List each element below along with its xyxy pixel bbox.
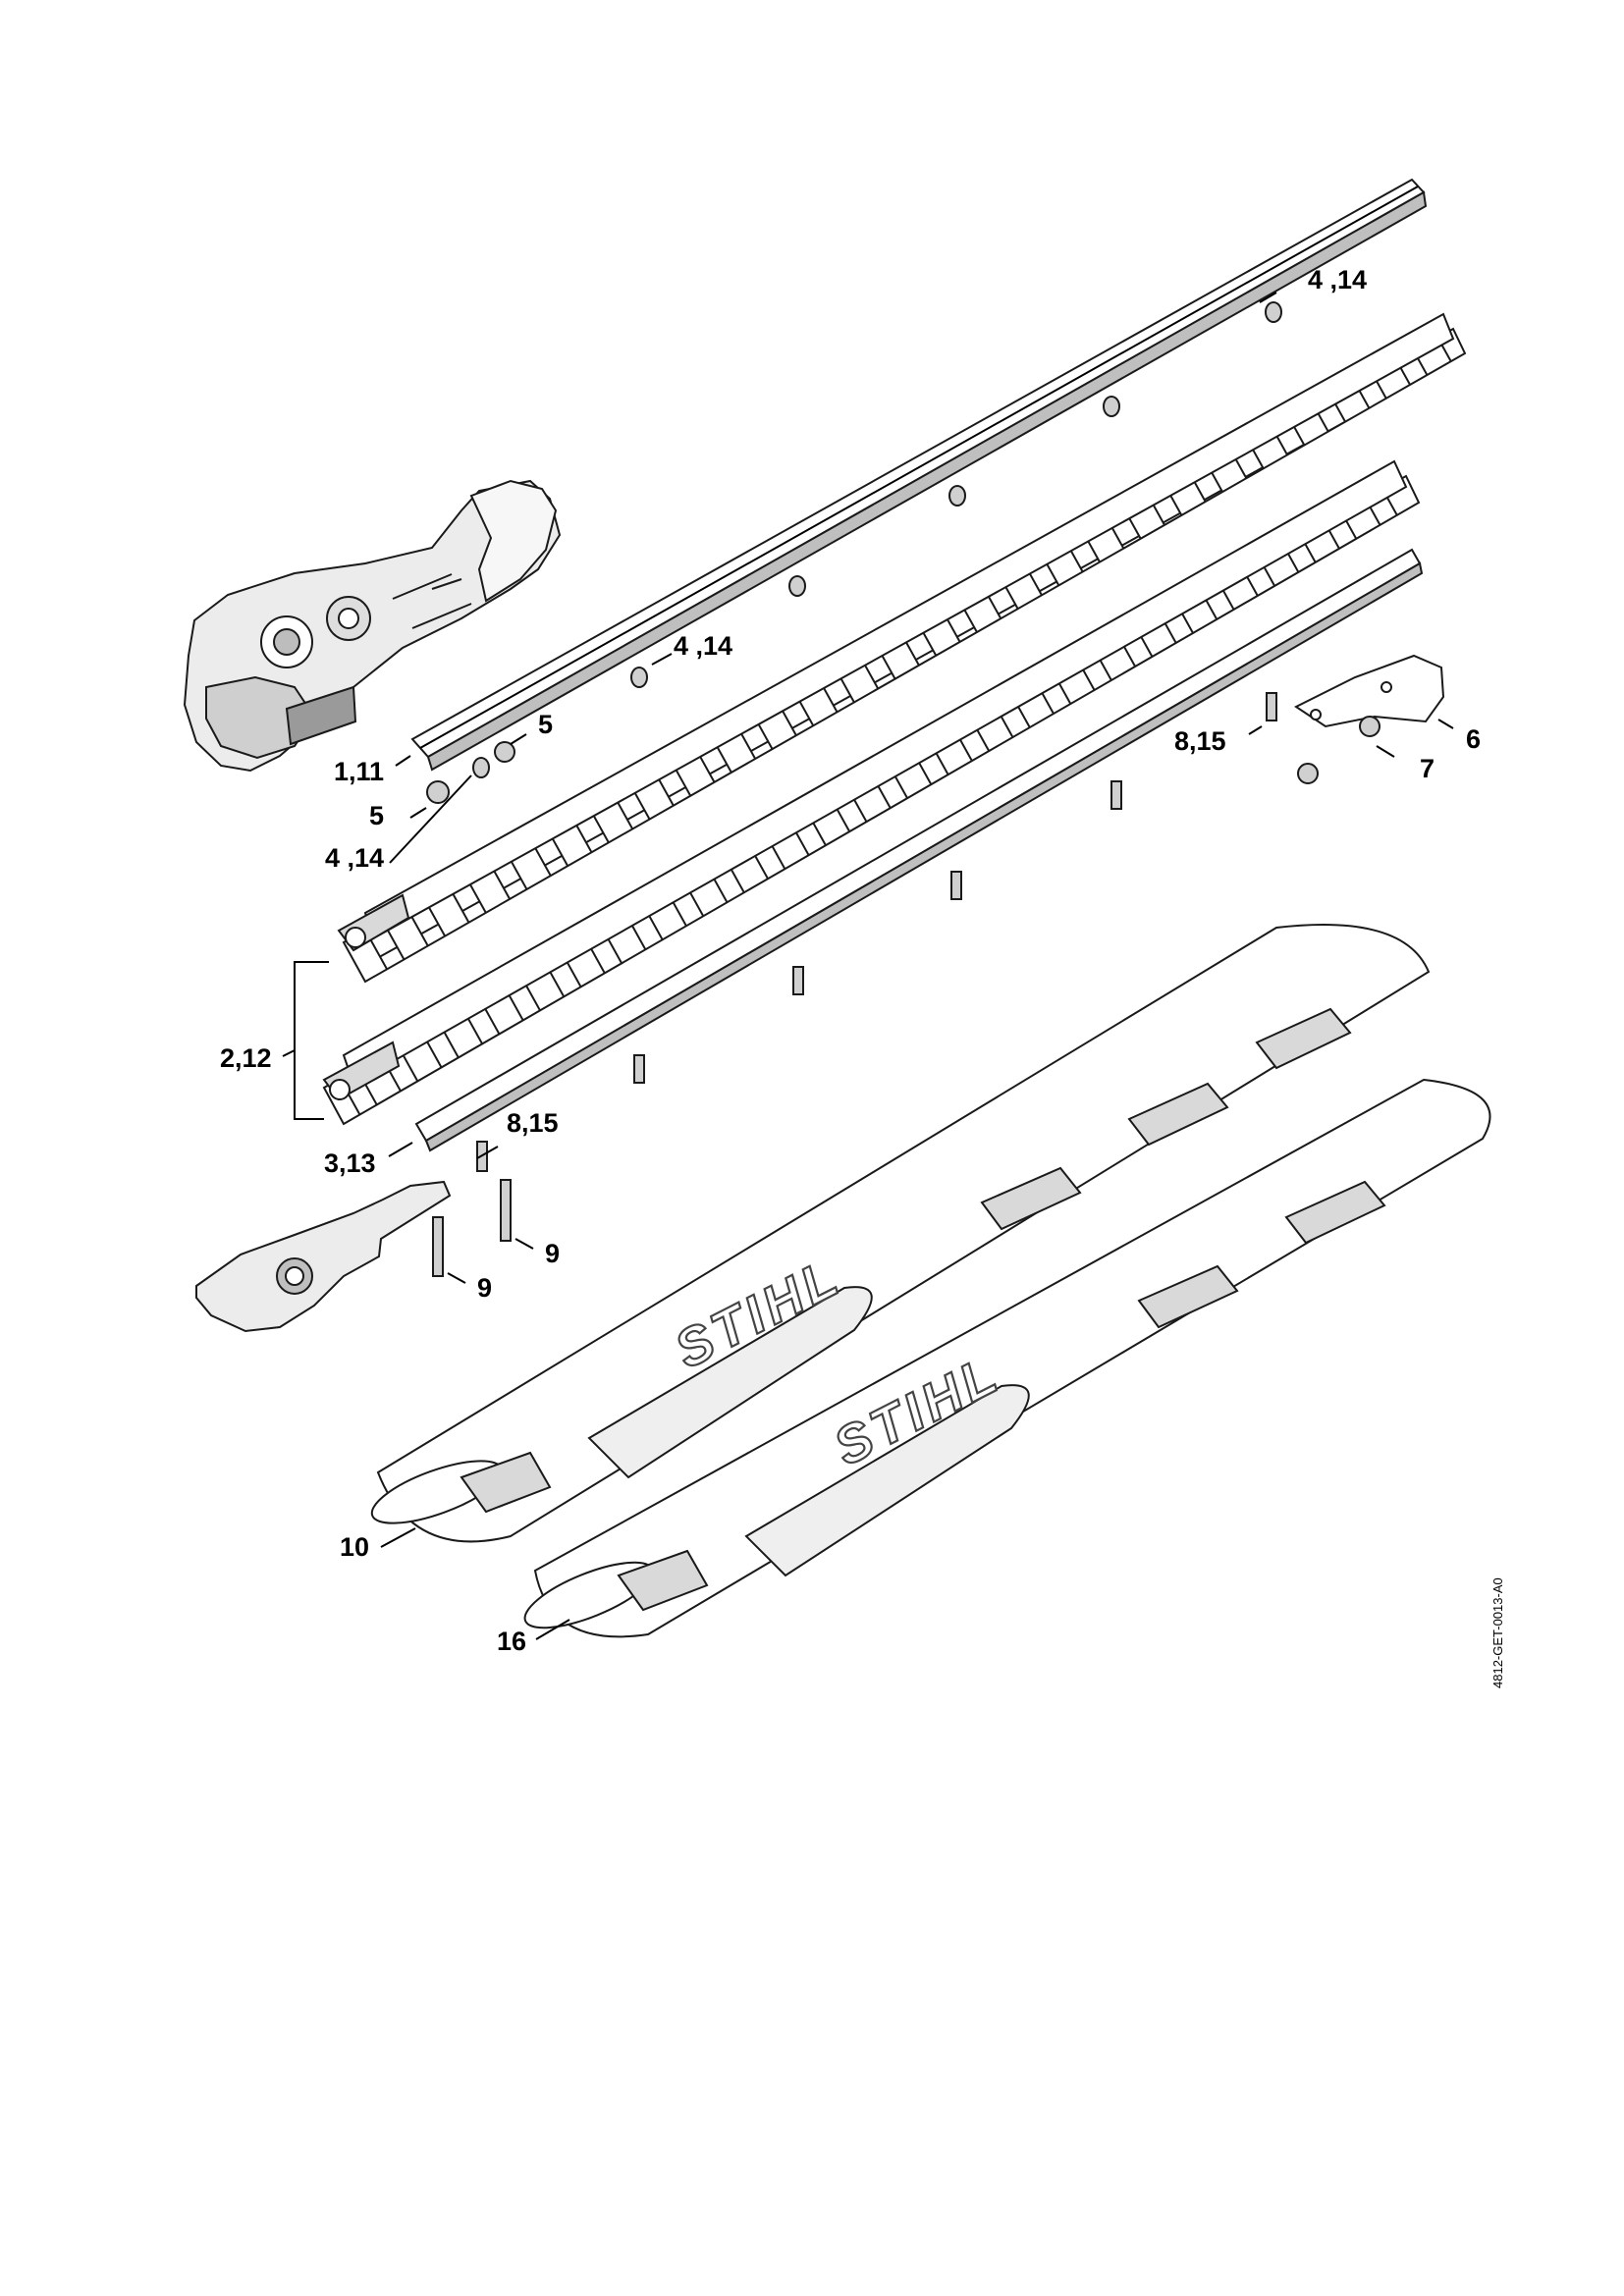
blade-sheath-16 xyxy=(523,1078,1491,1638)
label-9-left: 9 xyxy=(477,1273,492,1303)
blade-sheath-10 xyxy=(370,924,1431,1543)
nuts-and-spacers xyxy=(426,301,1380,804)
cutter-blade-upper xyxy=(337,312,1467,984)
label-1-11: 1,11 xyxy=(334,757,384,786)
gearbox-housing xyxy=(183,479,562,773)
bottom-bar xyxy=(414,548,1424,1152)
cutter-blade-lower xyxy=(322,459,1421,1126)
label-3-13: 3,13 xyxy=(324,1148,376,1178)
guard-plate xyxy=(1294,654,1445,728)
label-8-15-upper: 8,15 xyxy=(1174,726,1226,756)
label-10: 10 xyxy=(340,1532,369,1562)
label-4-14-lower: 4 ,14 xyxy=(325,843,384,873)
label-2-12: 2,12 xyxy=(220,1043,272,1073)
guide-rail xyxy=(410,178,1428,772)
label-5-upper: 5 xyxy=(538,710,553,739)
drawing-code: 4812-GET-0013-A0 xyxy=(1490,1577,1505,1688)
label-4-14-top: 4 ,14 xyxy=(1308,265,1367,294)
label-8-15-lower: 8,15 xyxy=(507,1108,559,1138)
label-6: 6 xyxy=(1466,724,1481,754)
label-4-14-rail: 4 ,14 xyxy=(674,631,732,661)
part-labels: 4 ,14 4 ,14 5 1,11 5 4 ,14 8,15 6 7 2,12… xyxy=(220,265,1481,1656)
label-7: 7 xyxy=(1420,754,1435,783)
label-16: 16 xyxy=(497,1627,526,1656)
label-9-right: 9 xyxy=(545,1239,560,1268)
drive-plate xyxy=(195,1180,452,1333)
leader-lines xyxy=(282,292,1454,1640)
label-5-lower: 5 xyxy=(369,801,384,830)
